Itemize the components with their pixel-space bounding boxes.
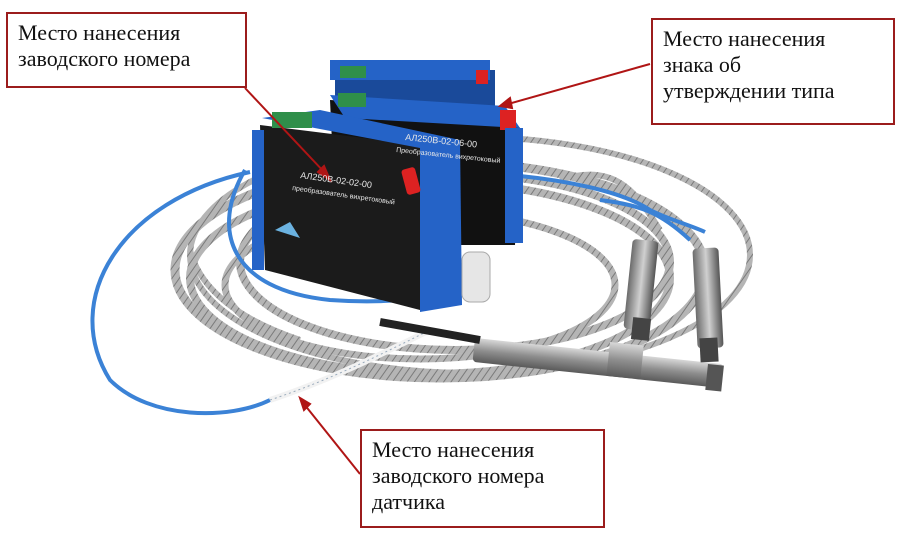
callout-line: датчика [372,489,445,514]
callout-line: утверждении типа [663,78,835,103]
sensor-probe-long [379,318,724,392]
callout-line: заводского номера [18,46,191,71]
callout-line: знака об [663,52,742,77]
sensor-probe-vertical-1 [623,239,659,341]
sensor-connector [461,251,491,303]
callout-line: Место нанесения [18,20,181,45]
callout-sensor-serial-number-location: Место нанесения заводского номера датчик… [360,429,605,528]
sensor-probe-vertical-2 [692,247,724,363]
blue-cable [90,168,706,416]
callout-serial-number-location: Место нанесения заводского номера [6,12,247,88]
callout-line: Место нанесения [663,26,826,51]
callout-arrows [244,63,651,475]
callout-type-approval-mark-location: Место нанесения знака об утверждении тип… [651,18,895,125]
converter-module-front [252,110,462,312]
callout-line: заводского номера [372,463,545,488]
callout-line: Место нанесения [372,437,535,462]
